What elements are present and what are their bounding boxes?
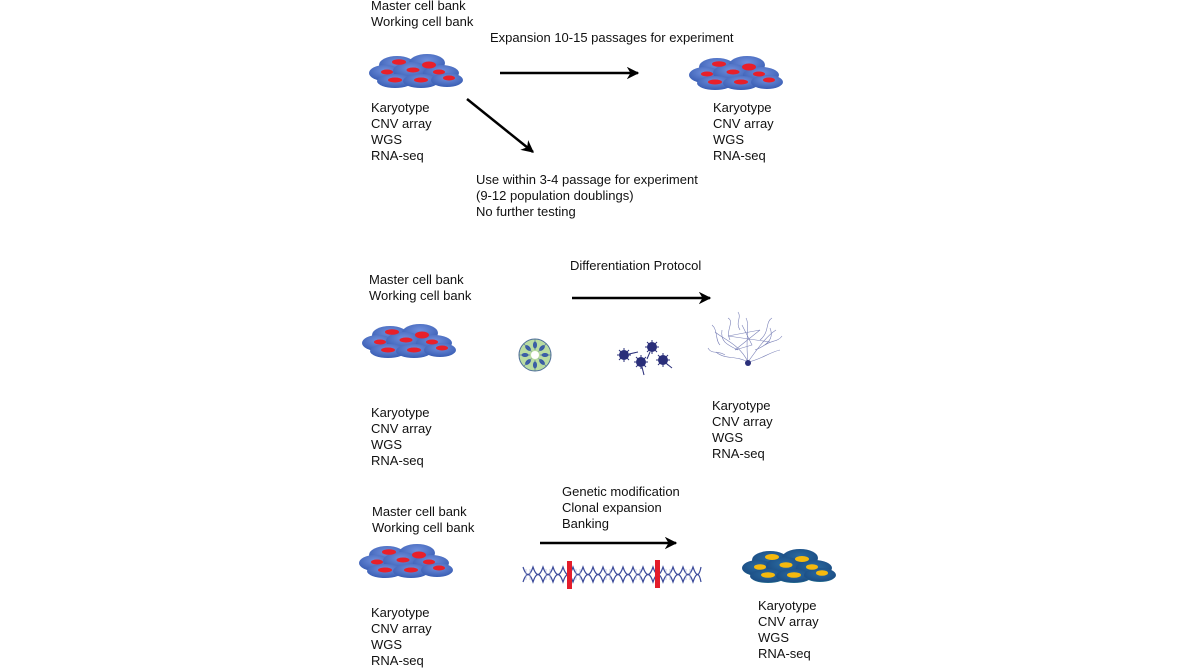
edited-cell-cluster: [742, 549, 836, 583]
master-cell-bank-text: Master cell bank: [372, 504, 467, 519]
expanded-cell-cluster: [689, 56, 783, 90]
test-item: CNV array: [371, 116, 432, 131]
test-item: WGS: [712, 430, 744, 445]
stem-cell-cluster: [359, 544, 453, 578]
working-cell-bank-text: Working cell bank: [369, 288, 472, 303]
dna-helix-icon: [522, 565, 702, 584]
step-line: Clonal expansion: [562, 500, 662, 515]
test-list-left: Karyotype CNV array WGS RNA-seq: [371, 100, 432, 164]
cell-bank-label: Master cell bank Working cell bank: [372, 504, 474, 536]
working-cell-bank-text: Working cell bank: [371, 14, 474, 29]
differentiation-label: Differentiation Protocol: [570, 258, 702, 273]
test-item: Karyotype: [371, 605, 430, 620]
test-item: WGS: [371, 132, 403, 147]
edit-site-marker: [567, 561, 572, 589]
test-item: CNV array: [712, 414, 773, 429]
test-list-left: Karyotype CNV array WGS RNA-seq: [371, 405, 432, 469]
test-item: Karyotype: [371, 100, 430, 115]
note-line: Use within 3-4 passage for experiment: [476, 172, 698, 187]
test-item: RNA-seq: [371, 453, 424, 468]
expansion-label: Expansion 10-15 passages for experiment: [490, 30, 734, 45]
test-item: WGS: [758, 630, 790, 645]
test-list-right: Karyotype CNV array WGS RNA-seq: [713, 100, 774, 164]
test-list-right: Karyotype CNV array WGS RNA-seq: [758, 598, 819, 662]
test-item: RNA-seq: [713, 148, 766, 163]
stem-cell-cluster: [362, 324, 456, 358]
note-line: No further testing: [476, 204, 576, 219]
step-line: Genetic modification: [562, 484, 680, 499]
note-line: (9-12 population doublings): [476, 188, 634, 203]
test-list-right: Karyotype CNV array WGS RNA-seq: [712, 398, 773, 462]
neural-rosette-icon: [518, 338, 552, 372]
neural-progenitors-icon: [617, 340, 673, 376]
master-cell-bank-text: Master cell bank: [369, 272, 464, 287]
master-cell-bank-text: Master cell bank: [371, 0, 466, 13]
short-use-arrow: [466, 98, 534, 153]
cell-bank-label: Master cell bank Working cell bank: [371, 0, 473, 30]
test-item: CNV array: [371, 421, 432, 436]
test-item: Karyotype: [371, 405, 430, 420]
cell-bank-label: Master cell bank Working cell bank: [369, 272, 471, 304]
test-item: WGS: [371, 437, 403, 452]
test-item: CNV array: [758, 614, 819, 629]
test-item: Karyotype: [712, 398, 771, 413]
test-item: Karyotype: [758, 598, 817, 613]
test-item: WGS: [713, 132, 745, 147]
working-cell-bank-text: Working cell bank: [372, 520, 475, 535]
mature-neuron-icon: [707, 311, 783, 366]
test-item: RNA-seq: [712, 446, 765, 461]
stem-cell-cluster: [369, 54, 463, 88]
short-use-note: Use within 3-4 passage for experiment (9…: [476, 172, 698, 220]
step-line: Banking: [562, 516, 609, 531]
test-item: RNA-seq: [371, 653, 424, 668]
test-item: Karyotype: [713, 100, 772, 115]
test-item: WGS: [371, 637, 403, 652]
test-item: CNV array: [713, 116, 774, 131]
test-item: RNA-seq: [371, 148, 424, 163]
test-list-left: Karyotype CNV array WGS RNA-seq: [371, 605, 432, 669]
edit-site-marker: [655, 560, 660, 588]
modification-steps: Genetic modification Clonal expansion Ba…: [562, 484, 680, 532]
test-item: RNA-seq: [758, 646, 811, 661]
test-item: CNV array: [371, 621, 432, 636]
